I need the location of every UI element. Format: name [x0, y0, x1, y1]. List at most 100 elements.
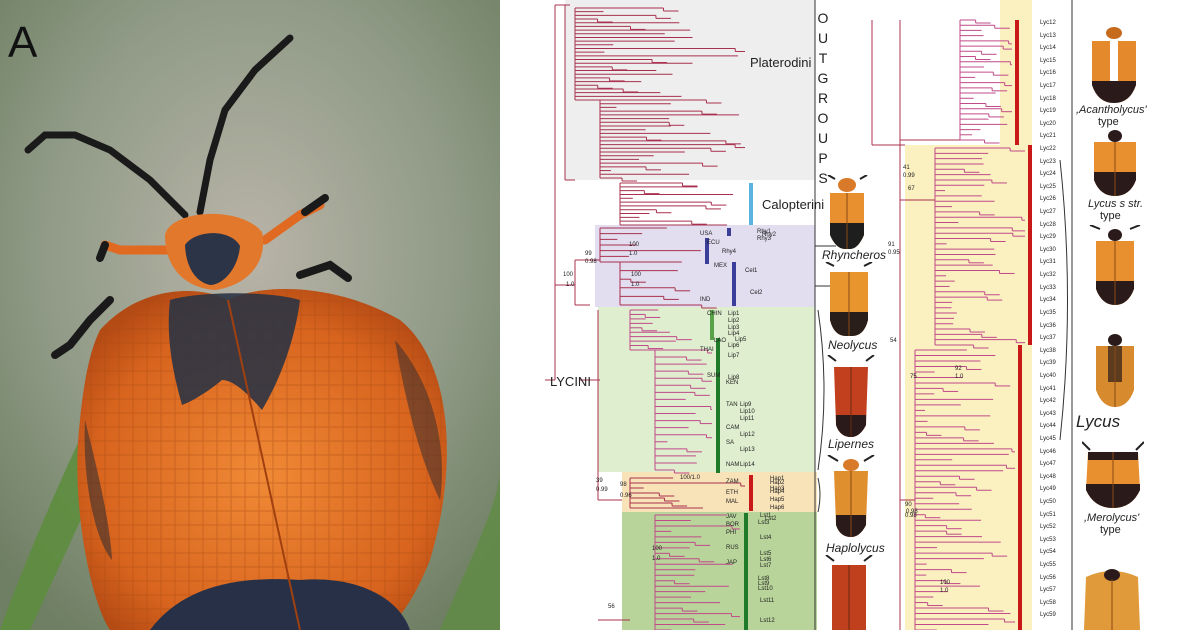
lip-bar-1 — [710, 310, 714, 340]
tip-label: Lyc23 — [1040, 158, 1056, 165]
support-value: 0.95 — [888, 250, 900, 256]
support-value: 1.0 — [955, 374, 964, 380]
tip-label: Hap3 — [770, 486, 785, 492]
lst-bar — [744, 513, 748, 630]
tip-label: Lyc37 — [1040, 335, 1056, 342]
rhyncheros-label: Rhyncheros — [822, 248, 887, 262]
panel-letter: A — [8, 18, 38, 67]
lip-bar-3 — [716, 368, 720, 428]
outgroups-letter: U — [817, 130, 829, 146]
tip-label: Lip1 — [728, 311, 740, 317]
support-value: 0.99 — [596, 487, 608, 493]
tip-label: Lip7 — [728, 353, 740, 359]
lipernes-label: Lipernes — [828, 437, 875, 451]
tip-label: Lyc32 — [1040, 272, 1056, 279]
support-value: 1.0 — [631, 282, 640, 288]
region-code: ETH — [726, 490, 738, 496]
tip-label: Lyc36 — [1040, 322, 1056, 329]
hap-bar — [749, 475, 753, 511]
tip-label: Lyc46 — [1040, 448, 1056, 455]
region-code: SUM — [707, 373, 721, 379]
tip-label: Hap4 — [770, 489, 785, 495]
beetle-illustration — [0, 0, 500, 630]
tree-branches — [545, 4, 1025, 630]
tip-label: Lip9 — [740, 402, 752, 408]
tip-label: Lyc39 — [1040, 360, 1056, 367]
tip-label: Cel2 — [750, 290, 763, 296]
tip-label: Lip10 — [740, 409, 755, 415]
tip-label: Lst9 — [758, 581, 770, 587]
lipernes-brace — [817, 309, 825, 471]
support-value: 98 — [620, 482, 627, 488]
region-code: CAM — [726, 425, 740, 431]
tip-label: Lyc33 — [1040, 284, 1056, 291]
lip-bar-4 — [716, 428, 720, 473]
tip-label: Lyc16 — [1040, 70, 1056, 77]
support-value: 56 — [608, 604, 615, 610]
tip-label: Lst5 — [760, 551, 772, 557]
tip-label: Lst8 — [758, 576, 770, 582]
tip-label: Lyc49 — [1040, 486, 1056, 493]
region-code: TAN — [726, 402, 738, 408]
outgroups-letter: P — [818, 150, 828, 166]
tip-label: Lyc57 — [1040, 587, 1056, 594]
support-value: 100 — [629, 242, 640, 248]
lst-bg — [622, 512, 817, 630]
tip-label: Lst10 — [758, 586, 773, 592]
lipernes-bg — [598, 307, 815, 472]
lycus-bar-1 — [1015, 20, 1019, 145]
lycus-bg — [905, 145, 1032, 630]
lycus-ss-thumbnail — [1094, 130, 1136, 196]
platerodini-bg — [565, 0, 815, 180]
lst-thumbnail — [825, 555, 873, 630]
region-code: KEN — [726, 380, 739, 386]
tip-label: Lyc40 — [1040, 372, 1056, 379]
calopterini-label: Calopterini — [762, 197, 825, 212]
region-code: USA — [700, 231, 713, 237]
phylogenetic-tree — [545, 0, 1073, 630]
support-value: 0.98 — [585, 259, 597, 265]
tip-label: Lyc14 — [1040, 45, 1056, 52]
support-value: 41 — [903, 165, 910, 171]
lycus-bar-2 — [1028, 145, 1032, 345]
tip-label: Lyc56 — [1040, 574, 1056, 581]
outgroups-letter: U — [817, 30, 829, 46]
tip-label: Lip11 — [740, 416, 755, 422]
tip-label: Lst6 — [760, 557, 772, 563]
tip-label: Lyc18 — [1040, 95, 1056, 102]
lip-bar-2 — [716, 338, 720, 368]
tip-label: Lst3 — [758, 520, 770, 526]
lycus-brace-1 — [1059, 159, 1068, 441]
tip-label: Lyc15 — [1040, 57, 1056, 64]
tip-label: Lyc34 — [1040, 297, 1056, 304]
merolycus-label: ,Merolycus' — [1084, 512, 1140, 524]
region-code: NAM — [726, 462, 740, 468]
lycus-label: Lycus — [1076, 412, 1121, 431]
tip-label: Lyc22 — [1040, 146, 1056, 153]
region-code: IND — [700, 297, 711, 303]
tip-label: Lyc31 — [1040, 259, 1056, 266]
tip-label: Lyc45 — [1040, 435, 1056, 442]
region-code: JAV — [726, 514, 737, 520]
region-code: ZAM — [726, 479, 739, 485]
tip-label: Lyc51 — [1040, 511, 1056, 518]
tip-label: Lip14 — [740, 462, 755, 468]
lycus-thumbnail-3 — [1089, 225, 1141, 305]
support-value: 99 — [585, 251, 592, 257]
support-value: 100 — [631, 272, 642, 278]
tip-label: Lyc58 — [1040, 599, 1056, 606]
tip-label: Lyc30 — [1040, 246, 1056, 253]
lycini-label: LYCINI — [550, 374, 591, 389]
tip-label: Lip6 — [728, 343, 740, 349]
tip-label: Lip12 — [740, 432, 755, 438]
tip-label: Lip2 — [728, 318, 740, 324]
tip-label: Lst1 — [760, 513, 772, 519]
support-value: 39 — [596, 478, 603, 484]
platerodini-label: Platerodini — [750, 55, 812, 70]
tip-label: Lst7 — [760, 563, 772, 569]
haplolycus-brace — [817, 477, 821, 513]
region-code: ECU — [707, 240, 720, 246]
support-value: 0.98 — [906, 509, 918, 515]
tip-label: Lyc42 — [1040, 398, 1056, 405]
support-value: 0.98 — [905, 513, 917, 519]
